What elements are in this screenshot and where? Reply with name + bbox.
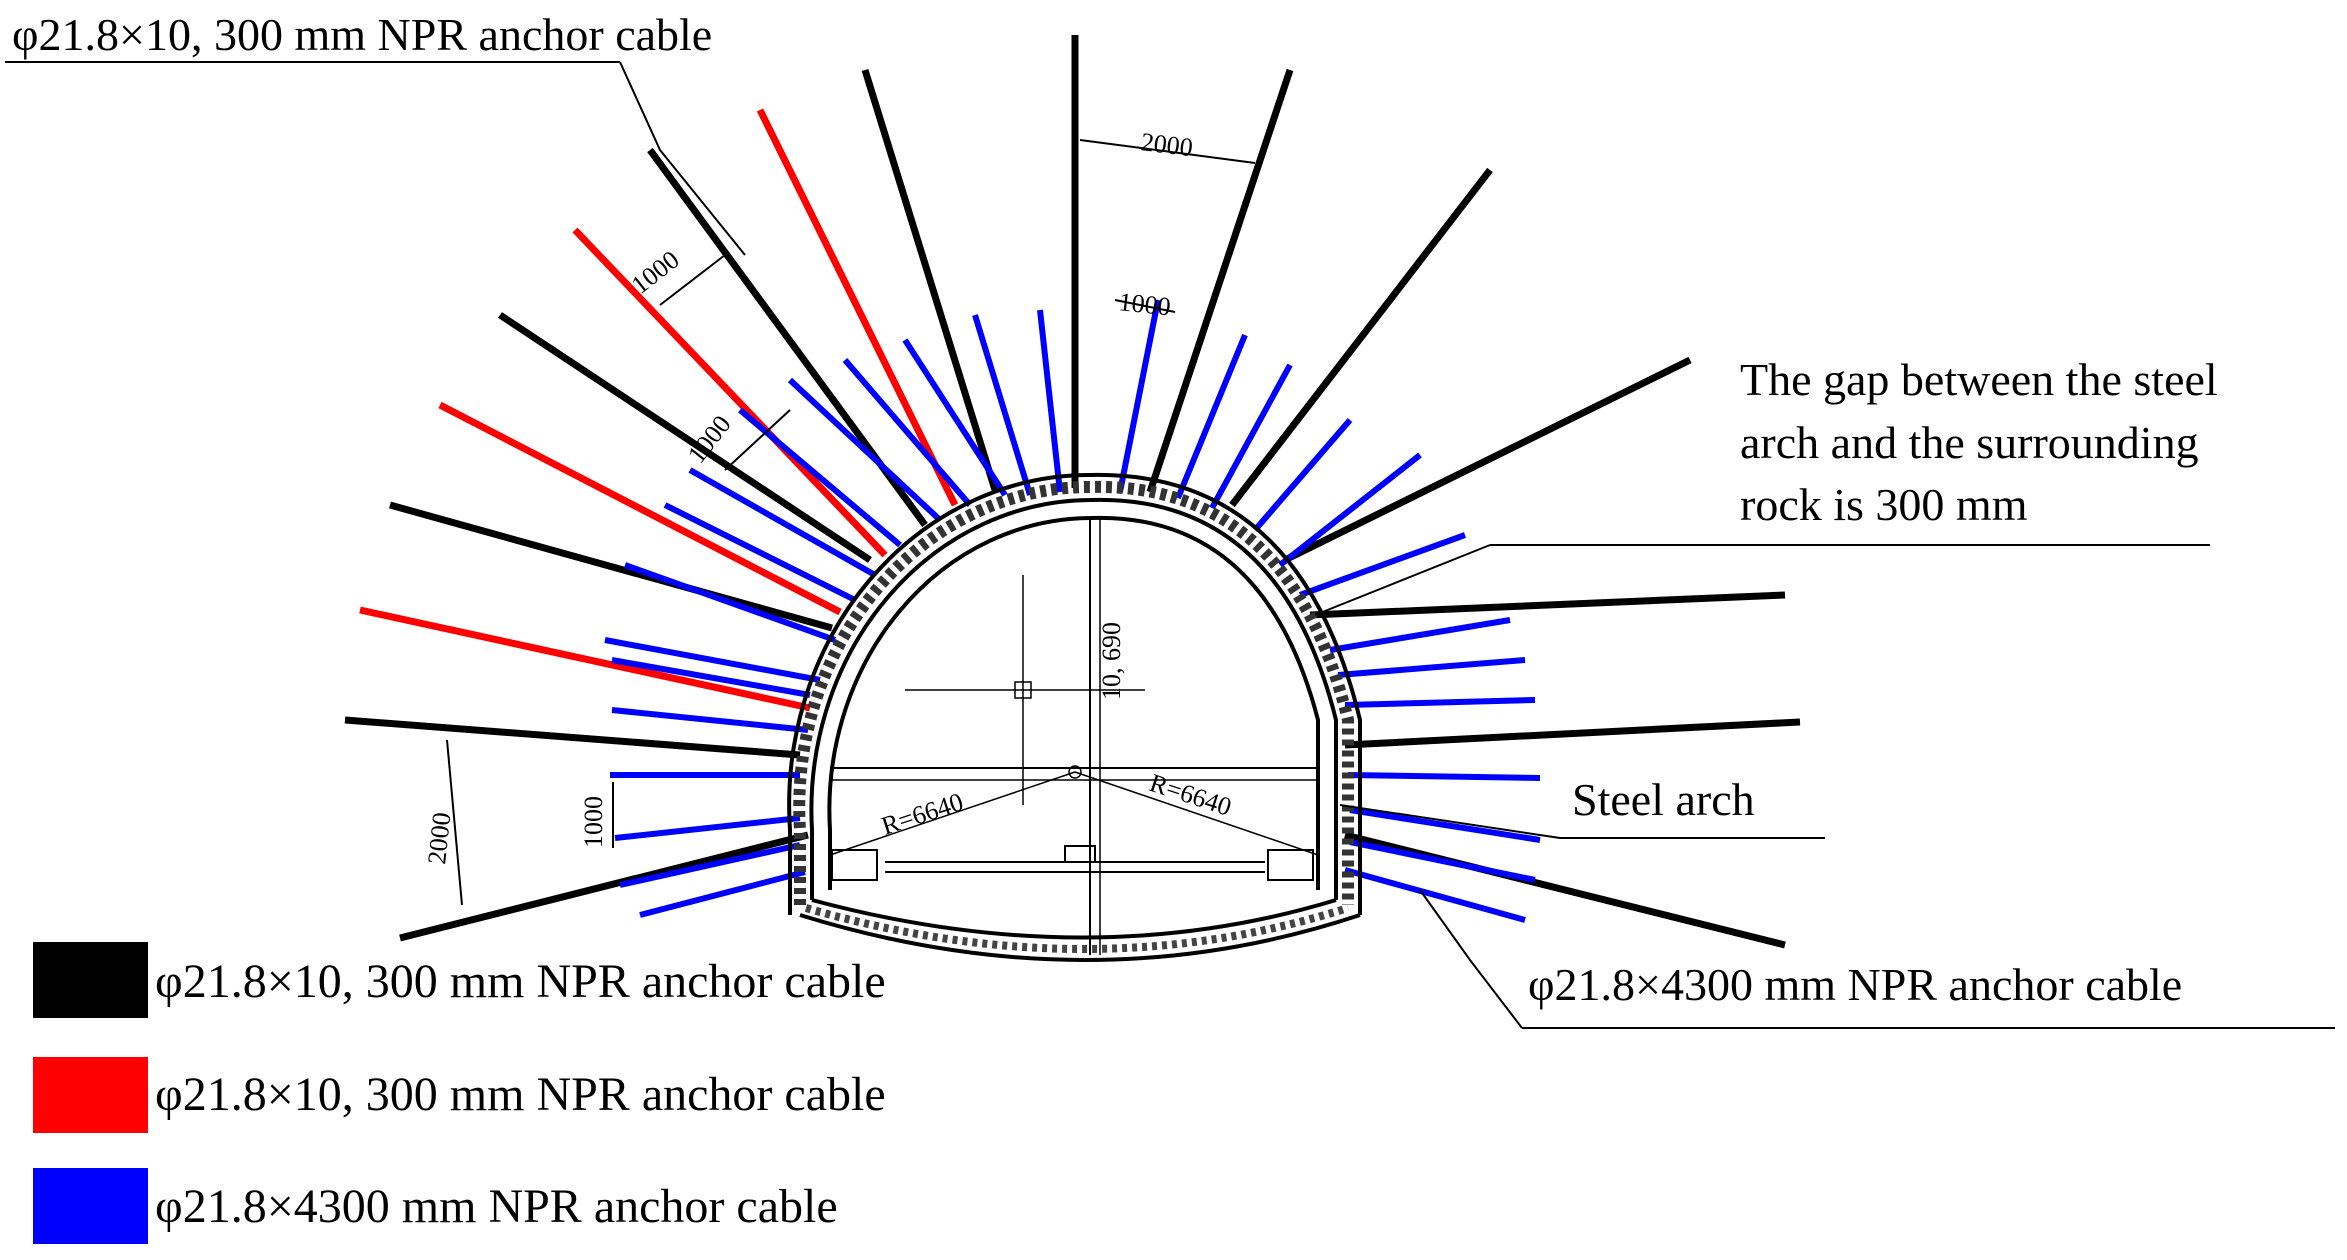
anchor-cable-black-11 (344, 716, 801, 759)
anchor-cable-blue-41 (611, 707, 809, 733)
leader-lines (5, 61, 2335, 1029)
lining-outer (809, 497, 1338, 900)
leader-arch (1339, 804, 1561, 839)
anchor-cable-blue-29 (1349, 839, 1536, 883)
legend-label-red: φ21.8×10, 300 mm NPR anchor cable (155, 1068, 886, 1121)
legend-swatch-blue (33, 1168, 148, 1244)
center-drain (1064, 845, 1096, 863)
anchor-cable-blue-25 (1337, 657, 1526, 678)
anchor-cable-blue-34 (787, 377, 943, 523)
dim-top: 2000 (1139, 127, 1194, 162)
anchor-cables (344, 35, 1801, 949)
dim-left-small: 1000 (579, 796, 608, 848)
anchor-cable-blue-31 (972, 314, 1033, 496)
anchor-cable-black-4 (1309, 591, 1786, 619)
anchor-cable-blue-19 (1175, 333, 1248, 500)
invert-outer (799, 913, 1361, 962)
anchor-cable-blue-37 (663, 502, 857, 603)
annotations: φ21.8×10, 300 mm NPR anchor cable The ga… (12, 9, 2218, 1010)
support-outer-boundary (787, 472, 1362, 915)
dim-line-upper-b (1114, 299, 1176, 313)
annotation-gap-line3: rock is 300 mm (1740, 479, 2028, 530)
base-footing-left (831, 849, 878, 881)
anchor-cable-black-1 (1146, 68, 1294, 494)
anchor-cable-black-5 (1344, 718, 1801, 749)
anchor-cable-blue-39 (604, 637, 821, 683)
anchor-cable-blue-22 (1278, 452, 1422, 568)
anchor-cable-blue-45 (639, 869, 806, 918)
dim-line-top (1079, 139, 1256, 164)
anchor-cable-blue-30 (1344, 867, 1526, 923)
anchor-cable-blue-18 (1117, 299, 1161, 493)
legend-swatch-black (33, 942, 148, 1018)
support-hatch-band (793, 480, 1354, 905)
tunnel-cross-section (787, 472, 1362, 962)
anchor-cable-blue-23 (1298, 532, 1467, 598)
annotation-top-left: φ21.8×10, 300 mm NPR anchor cable (12, 9, 712, 60)
anchor-cable-black-3 (1283, 356, 1692, 564)
dim-line-upper-c (724, 409, 791, 471)
leader-bottom-right (1419, 889, 1523, 1029)
annotation-gap-line2: arch and the surrounding (1740, 417, 2199, 468)
dim-upper-c: 1000 (682, 410, 737, 469)
dim-height: 10, 690 (1097, 622, 1126, 700)
annotation-bottom-right: φ21.8×4300 mm NPR anchor cable (1528, 959, 2182, 1010)
center-point (1068, 765, 1082, 779)
legend-label-blue: φ21.8×4300 mm NPR anchor cable (155, 1180, 838, 1233)
dim-radius-left: R=6640 (878, 787, 967, 841)
anchor-cable-blue-43 (614, 815, 801, 841)
anchor-cable-blue-33 (842, 358, 973, 507)
anchor-cable-red-16 (359, 606, 811, 712)
anchor-cable-red-15 (438, 401, 842, 616)
anchor-cable-blue-27 (1347, 772, 1541, 781)
annotation-gap-line1: The gap between the steel (1740, 354, 2218, 405)
radius-line-right (1074, 771, 1319, 856)
legend-label-black: φ21.8×10, 300 mm NPR anchor cable (155, 955, 886, 1008)
anchor-cable-black-9 (498, 312, 872, 563)
anchor-cable-red-14 (572, 227, 888, 558)
dim-radius-right: R=6640 (1146, 768, 1235, 822)
dim-upper-b: 1000 (1117, 287, 1172, 321)
lining-inner (827, 515, 1320, 890)
anchor-cable-red-13 (756, 108, 959, 507)
dim-line-left-big (446, 739, 463, 906)
anchor-cable-blue-26 (1344, 697, 1536, 708)
leader-gap (1314, 544, 1491, 616)
anchor-cable-blue-36 (688, 467, 877, 578)
legend-swatch-red (33, 1057, 148, 1133)
invert-inner (811, 898, 1337, 940)
anchor-cable-blue-24 (1329, 617, 1511, 653)
anchor-cable-blue-32 (902, 338, 1008, 497)
annotation-steel-arch: Steel arch (1572, 774, 1755, 825)
anchor-cable-black-2 (1229, 167, 1493, 508)
anchor-cable-blue-20 (1209, 363, 1293, 510)
base-footing-right (1267, 849, 1314, 881)
anchor-cable-blue-40 (611, 657, 811, 698)
crosshair-box (1014, 681, 1032, 699)
anchor-cable-black-7 (861, 68, 999, 492)
anchor-cable-blue-44 (619, 842, 801, 888)
dim-line-upper-a (659, 254, 726, 306)
legend: φ21.8×10, 300 mm NPR anchor cable φ21.8×… (33, 942, 886, 1244)
anchor-cable-black-12 (399, 831, 809, 942)
radius-line-left (829, 771, 1076, 856)
invert-hatch (804, 904, 1350, 953)
anchor-cable-blue-17 (1037, 309, 1063, 493)
anchor-cable-black-10 (389, 501, 833, 632)
dim-left-big: 2000 (422, 811, 456, 866)
anchor-cable-blue-21 (1252, 418, 1353, 532)
anchor-cable-blue-28 (1349, 807, 1541, 843)
anchor-cable-blue-38 (623, 562, 837, 643)
leader-top-left (619, 61, 746, 256)
